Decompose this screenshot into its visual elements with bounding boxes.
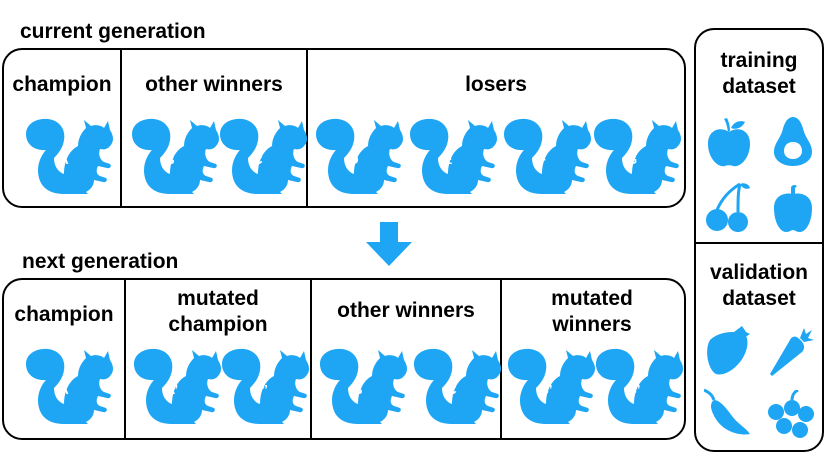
squirrel-letter: A”: [252, 382, 268, 397]
next-generation-title: next generation: [22, 250, 179, 273]
squirrel-icon: B: [318, 348, 408, 424]
squirrel-letter: A: [59, 152, 69, 167]
bell-pepper-icon: [770, 184, 816, 234]
current-champion-label: champion: [12, 73, 112, 96]
squirrel-icon: C: [218, 118, 308, 194]
current-losers-label: losers: [465, 73, 527, 96]
squirrel-letter: A’: [165, 382, 179, 397]
squirrel-icon: D: [314, 118, 404, 194]
squirrel-letter: F: [538, 152, 546, 167]
training-dataset-label: training dataset: [720, 49, 798, 98]
current-divider-1: [120, 50, 122, 206]
dataset-panel: training dataset validation dataset: [694, 28, 824, 452]
next-other-winners-label: other winners: [337, 299, 475, 322]
squirrel-letter: B: [165, 152, 175, 167]
next-mutated-champion-label: mutated champion: [168, 287, 268, 336]
squirrel-icon: A’: [132, 348, 222, 424]
next-divider-2: [310, 280, 312, 438]
current-other-winners-label: other winners: [145, 73, 283, 96]
squirrel-letter: E: [443, 152, 453, 167]
grapes-icon: [768, 390, 814, 440]
squirrel-letter: C’: [627, 382, 641, 397]
next-champion-label: champion: [14, 303, 114, 326]
squirrel-icon: C: [412, 348, 502, 424]
validation-dataset-label: validation dataset: [709, 261, 809, 310]
squirrel-letter: C: [253, 152, 263, 167]
next-divider-1: [124, 280, 126, 438]
apple-icon: [706, 118, 752, 168]
squirrel-icon: E: [408, 118, 498, 194]
squirrel-letter: B’: [539, 382, 553, 397]
squirrel-icon: C’: [594, 348, 684, 424]
squirrel-icon: A”: [220, 348, 310, 424]
current-divider-2: [306, 50, 308, 206]
squirrel-icon: A: [24, 348, 114, 424]
squirrel-icon: F: [502, 118, 592, 194]
squirrel-letter: D: [349, 152, 359, 167]
squirrel-icon: G: [592, 118, 682, 194]
cherries-icon: [704, 182, 750, 232]
dataset-divider: [696, 242, 822, 244]
squirrel-icon: A: [24, 118, 114, 194]
strawberry-icon: [704, 326, 750, 376]
squirrel-letter: A: [59, 382, 69, 397]
squirrel-letter: G: [626, 152, 638, 167]
squirrel-icon: B’: [506, 348, 596, 424]
avocado-icon: [770, 116, 816, 166]
next-divider-3: [500, 280, 502, 438]
carrot-icon: [768, 326, 814, 376]
squirrel-letter: B: [353, 382, 363, 397]
next-mutated-winners-label: mutated winners: [551, 287, 633, 336]
current-generation-title: current generation: [20, 20, 206, 43]
down-arrow-icon: [366, 222, 412, 266]
chili-pepper-icon: [704, 388, 750, 438]
current-generation-panel: champion other winners losers A B C D E …: [2, 48, 686, 208]
next-generation-panel: champion mutated champion other winners …: [2, 278, 686, 440]
squirrel-icon: B: [130, 118, 220, 194]
squirrel-letter: C: [447, 382, 457, 397]
